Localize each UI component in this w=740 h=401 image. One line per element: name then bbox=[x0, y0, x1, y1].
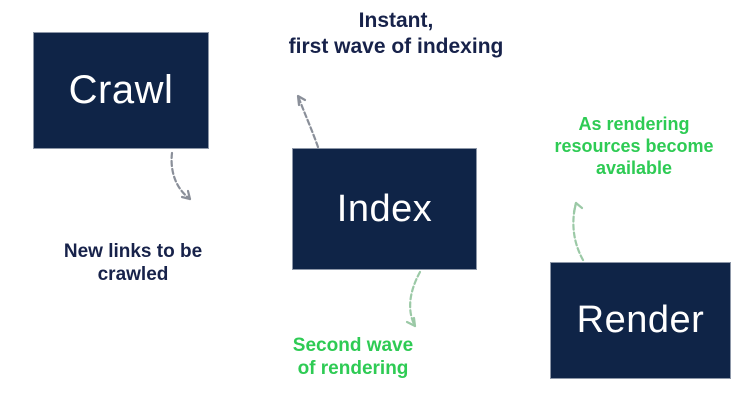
caption-instant-first-wave: Instant, first wave of indexing bbox=[288, 9, 504, 58]
node-render[interactable]: Render bbox=[550, 262, 731, 379]
arrow-render-to-index bbox=[572, 201, 585, 262]
node-index-label: Index bbox=[336, 187, 433, 230]
node-render-label: Render bbox=[576, 299, 705, 341]
node-crawl[interactable]: Crawl bbox=[33, 32, 209, 149]
caption-as-rendering-resources-become-available: As rendering resources become available bbox=[554, 114, 714, 178]
arrow-index-to-instant bbox=[296, 94, 320, 149]
caption-new-links-to-be-crawled: New links to be crawled bbox=[63, 241, 203, 286]
node-crawl-label: Crawl bbox=[68, 68, 174, 112]
node-index[interactable]: Index bbox=[292, 148, 477, 270]
arrow-index-to-render bbox=[405, 270, 422, 328]
arrow-crawl-to-index bbox=[170, 151, 192, 201]
caption-second-wave-of-rendering: Second wave of rendering bbox=[292, 335, 414, 380]
